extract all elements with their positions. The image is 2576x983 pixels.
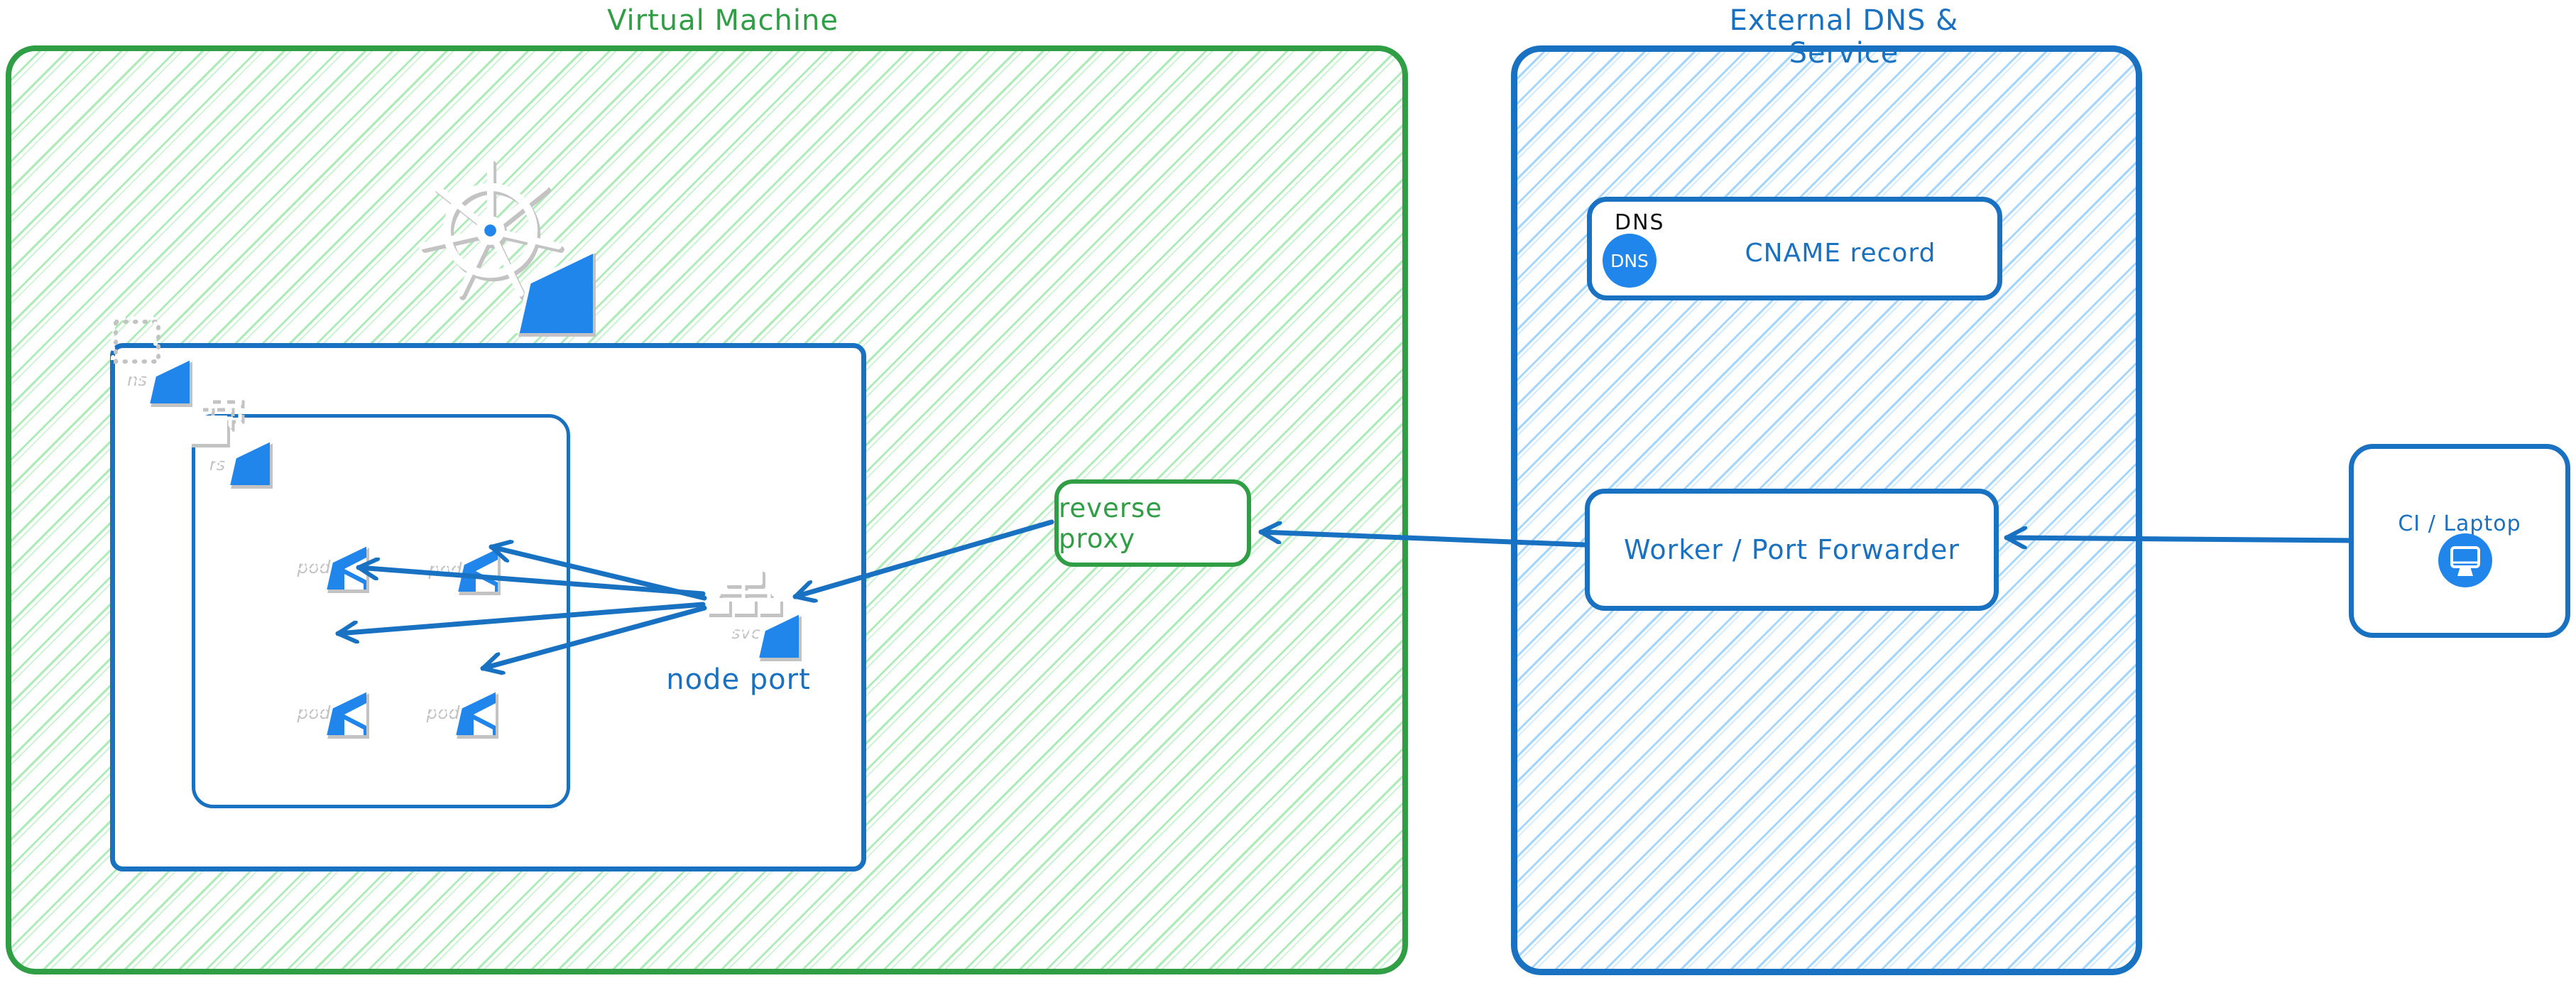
cname-record-label: CNAME record [1745,239,1936,268]
pod-icon-label: pod [425,555,459,576]
node-port-label: node port [666,663,811,696]
pod-icon: pod [425,481,498,592]
service-icon: svc [706,568,799,658]
reverse-proxy-label: reverse proxy [1059,492,1163,554]
virtual-machine-title: Virtual Machine [607,4,839,37]
pod-icon: pod [293,479,366,590]
pod-icon: pod [293,624,366,735]
pod-icon-label: pod [293,553,327,574]
dns-card-header: DNS [1615,210,1665,235]
replicaset-icon-label: rs [207,451,222,471]
dns-icon-label: DNS [1610,251,1649,271]
ci-laptop-label: CI / Laptop [2398,511,2521,536]
pod-icon-label: pod [422,699,457,719]
laptop-icon [2438,533,2492,587]
replicaset-icon: rs [189,396,270,485]
namespace-icon: ns [111,316,190,403]
dns-icon: DNS [1603,234,1657,288]
namespace-icon-label: ns [124,366,144,386]
dns-card: DNS CNAME record [1587,197,2002,300]
service-icon-label: svc [728,621,758,639]
kubernetes-logo-icon [419,157,593,333]
worker-port-forwarder-label: Worker / Port Forwarder [1623,534,1960,565]
pod-icon: pod [422,624,496,735]
external-dns-title: External DNS & Service [1729,4,1959,70]
pod-icon-label: pod [293,699,327,719]
worker-port-forwarder-card: Worker / Port Forwarder [1585,489,1999,611]
reverse-proxy-box: reverse proxy [1054,479,1251,567]
